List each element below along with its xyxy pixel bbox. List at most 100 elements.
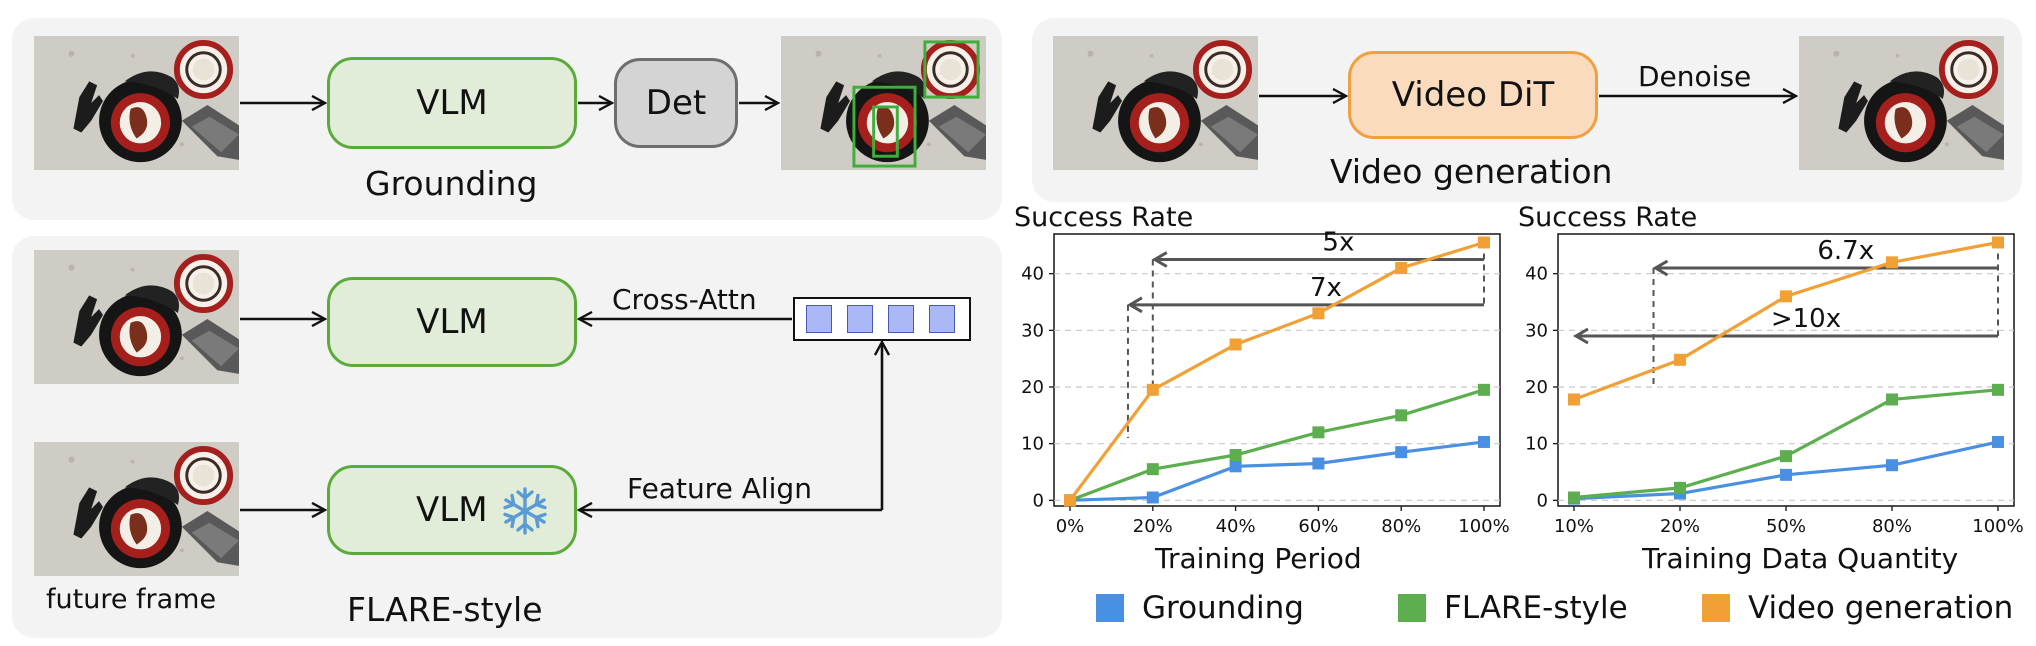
x-tick-label: 100% [1972, 516, 2023, 537]
series-line [1069, 440, 1485, 502]
data-point [1064, 494, 1076, 507]
y-tick-label: 40 [1525, 264, 1548, 285]
y-tick-label: 10 [1525, 434, 1548, 455]
data-point [1886, 393, 1898, 406]
data-point [1780, 468, 1792, 481]
data-point [1229, 460, 1242, 473]
snowflake-icon [500, 487, 550, 535]
x-tick-label: 20% [1660, 516, 1700, 537]
data-point [1478, 236, 1490, 249]
data-point [1229, 449, 1242, 461]
legend-label-flare-style: FLARE-style [1444, 590, 1628, 626]
data-point [1780, 290, 1792, 303]
x-tick-label: 50% [1766, 516, 1806, 537]
legend-label-video-generation: Video generation [1748, 590, 2014, 626]
data-point [1312, 307, 1325, 320]
plot-frame [1557, 233, 2015, 507]
x-tick-label: 0% [1056, 516, 1085, 537]
y-tick-label: 30 [1021, 320, 1044, 341]
series-line [1068, 240, 1485, 502]
y-tick-label: 0 [1033, 490, 1044, 511]
data-point [1395, 409, 1408, 422]
y-tick-label: 10 [1021, 434, 1044, 455]
data-point [1312, 426, 1325, 439]
data-point [1992, 236, 2004, 249]
chart2-ylabel: Success Rate [1518, 202, 1698, 233]
token-2 [847, 305, 873, 333]
y-tick-label: 30 [1525, 320, 1548, 341]
data-point [1146, 463, 1159, 476]
video-dit-box: Video DiT [1348, 51, 1598, 139]
future-frame-label: future frame [46, 584, 217, 615]
data-point [1674, 481, 1686, 494]
data-point [1674, 353, 1686, 366]
vlm-frozen-label: VLM [416, 490, 488, 530]
x-tick-label: 10% [1554, 516, 1594, 537]
data-point [1395, 446, 1408, 459]
x-tick-label: 60% [1298, 516, 1338, 537]
annotation-label: 6.7x [1817, 236, 1874, 266]
x-tick-label: 80% [1381, 516, 1421, 537]
legend-swatch-video-generation [1702, 594, 1730, 622]
legend-swatch-grounding [1096, 594, 1124, 622]
grounding-caption: Grounding [365, 164, 538, 203]
data-point [1886, 256, 1898, 269]
y-tick-label: 20 [1525, 377, 1548, 398]
token-4 [929, 305, 955, 333]
annotation-arrowhead [1151, 251, 1168, 268]
chart2-xlabel: Training Data Quantity [1642, 542, 1959, 575]
legend-video-generation: Video generation [1702, 590, 2013, 626]
vlm-top-box: VLM [327, 277, 577, 367]
legend-flare-style: FLARE-style [1398, 590, 1628, 626]
annotation-arrowhead [1573, 327, 1589, 345]
series-line [1069, 388, 1485, 502]
annotation-label: >10x [1771, 304, 1841, 334]
legend-swatch-flare-style [1398, 594, 1426, 622]
data-point [1478, 435, 1490, 448]
token-1 [806, 305, 832, 333]
token-3 [888, 305, 914, 333]
y-tick-label: 40 [1021, 264, 1044, 285]
y-tick-label: 0 [1537, 490, 1548, 511]
x-tick-label: 80% [1872, 516, 1912, 537]
data-point [1992, 435, 2004, 448]
chart1-ylabel: Success Rate [1014, 202, 1194, 233]
legend-grounding: Grounding [1096, 590, 1304, 626]
data-point [1312, 457, 1325, 470]
feature-align-label: Feature Align [627, 472, 812, 505]
plot-frame [1053, 233, 1501, 507]
data-point [1146, 383, 1159, 396]
annotation-arrowhead [1126, 296, 1143, 314]
vlm-box: VLM [327, 57, 577, 149]
bbox-plate [923, 40, 980, 99]
data-point [1229, 338, 1242, 351]
chart1-xlabel: Training Period [1155, 542, 1362, 575]
annotation-arrowhead [1652, 259, 1669, 277]
annotation-label: 5x [1322, 228, 1354, 258]
data-point [1992, 383, 2004, 396]
training-data-quantity-chart: 0 10 20 30 40 10% 20% 50% 80% 100% 6.7x >10x [1525, 233, 2024, 537]
data-point [1886, 459, 1898, 472]
x-tick-label: 40% [1216, 516, 1256, 537]
annotation-label: 7x [1310, 273, 1342, 303]
detector-box: Det [614, 58, 738, 148]
vlm-frozen-box: VLM [327, 465, 577, 555]
data-point [1478, 383, 1490, 396]
detection-output-image [780, 36, 987, 170]
data-point [1780, 450, 1792, 463]
bbox-inner [872, 105, 899, 158]
data-point [1568, 393, 1580, 406]
cross-attn-label: Cross-Attn [612, 283, 757, 316]
x-tick-label: 20% [1133, 516, 1173, 537]
data-point [1568, 491, 1580, 504]
flare-style-caption: FLARE-style [347, 590, 543, 629]
bbox-object [852, 85, 917, 168]
video-generation-caption: Video generation [1330, 152, 1613, 191]
data-point [1146, 491, 1159, 504]
denoise-label: Denoise [1638, 60, 1752, 93]
x-tick-label: 100% [1458, 516, 1509, 537]
